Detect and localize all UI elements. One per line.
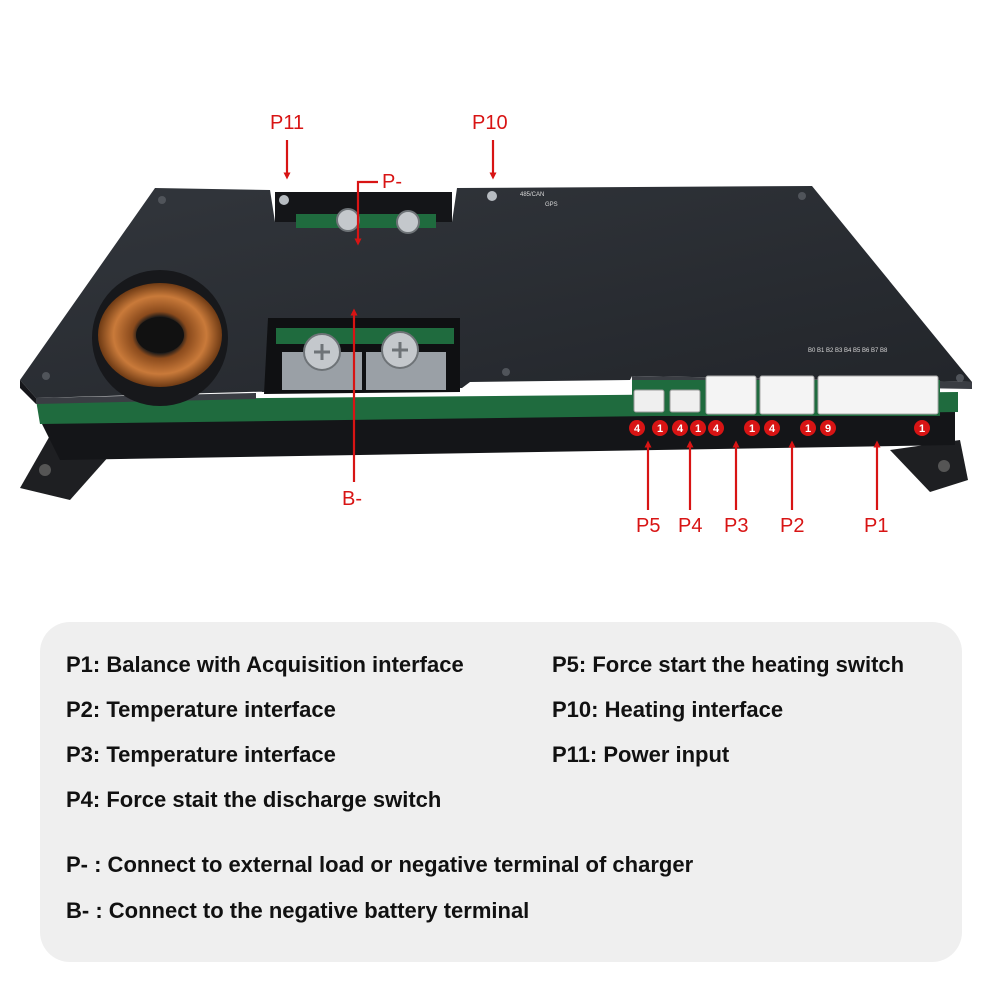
pin-badge: 4 bbox=[629, 420, 645, 436]
svg-text:9: 9 bbox=[825, 423, 831, 435]
pin-badge: 1 bbox=[914, 420, 930, 436]
callout-p11: P11 bbox=[270, 112, 305, 134]
legend-b-minus: B- : Connect to the negative battery ter… bbox=[66, 898, 530, 923]
arrow-p-minus bbox=[354, 180, 378, 246]
callout-p5: P5 bbox=[636, 515, 661, 537]
pin-badge: 4 bbox=[708, 420, 724, 436]
callout-p-minus: P- bbox=[382, 171, 402, 193]
pin-badge: 1 bbox=[800, 420, 816, 436]
legend-p3: P3: Temperature interface bbox=[66, 742, 336, 767]
b-minus-terminal-well bbox=[264, 318, 460, 394]
callout-p1: P1 bbox=[864, 515, 889, 537]
legend-p1: P1: Balance with Acquisition interface bbox=[66, 652, 464, 677]
svg-text:1: 1 bbox=[805, 423, 811, 435]
silk-485can: 485/CAN bbox=[520, 192, 544, 198]
pin-badge: 4 bbox=[764, 420, 780, 436]
svg-text:1: 1 bbox=[749, 423, 755, 435]
legend-p-minus: P- : Connect to external load or negativ… bbox=[66, 852, 694, 877]
svg-text:4: 4 bbox=[769, 423, 776, 435]
silk-cells: B0 B1 B2 B3 B4 B5 B6 B7 B8 bbox=[808, 348, 888, 354]
callout-p10: P10 bbox=[472, 112, 508, 134]
svg-text:1: 1 bbox=[695, 423, 701, 435]
pin-badge: 4 bbox=[672, 420, 688, 436]
legend-p5: P5: Force start the heating switch bbox=[552, 652, 905, 677]
svg-text:4: 4 bbox=[677, 423, 684, 435]
legend-p2: P2: Temperature interface bbox=[66, 697, 336, 722]
legend-p10: P10: Heating interface bbox=[552, 697, 784, 722]
pin-badge: 1 bbox=[744, 420, 760, 436]
svg-text:1: 1 bbox=[919, 423, 925, 435]
legend-p4: P4: Force stait the discharge switch bbox=[66, 787, 442, 812]
top-plate bbox=[20, 186, 972, 398]
plate-screws bbox=[42, 192, 964, 382]
pin-badge: 9 bbox=[820, 420, 836, 436]
legend-p11: P11: Power input bbox=[552, 742, 730, 767]
toroid-inductor bbox=[92, 270, 228, 406]
bms-board-photo: 485/CAN GPS B0 B1 B2 B3 B4 B5 B6 B7 B8 4… bbox=[20, 140, 972, 510]
callout-p2: P2 bbox=[780, 515, 805, 537]
legend-panel: P1: Balance with Acquisition interface P… bbox=[40, 622, 962, 962]
svg-text:4: 4 bbox=[634, 423, 641, 435]
callout-b-minus: B- bbox=[342, 488, 362, 510]
right-mounting-foot bbox=[890, 440, 968, 492]
pin-badge: 1 bbox=[652, 420, 668, 436]
bottom-plate bbox=[40, 410, 955, 460]
pin-badges: 4 1 4 1 4 1 4 1 9 1 bbox=[629, 420, 930, 436]
pin-badge: 1 bbox=[690, 420, 706, 436]
svg-text:4: 4 bbox=[713, 423, 720, 435]
callout-arrows bbox=[283, 140, 881, 510]
callout-p3: P3 bbox=[724, 515, 749, 537]
svg-text:1: 1 bbox=[657, 423, 663, 435]
p-minus-terminal-well bbox=[275, 191, 497, 234]
connector-strip bbox=[632, 375, 940, 416]
silk-gps: GPS bbox=[545, 202, 558, 208]
callout-p4: P4 bbox=[678, 515, 703, 537]
